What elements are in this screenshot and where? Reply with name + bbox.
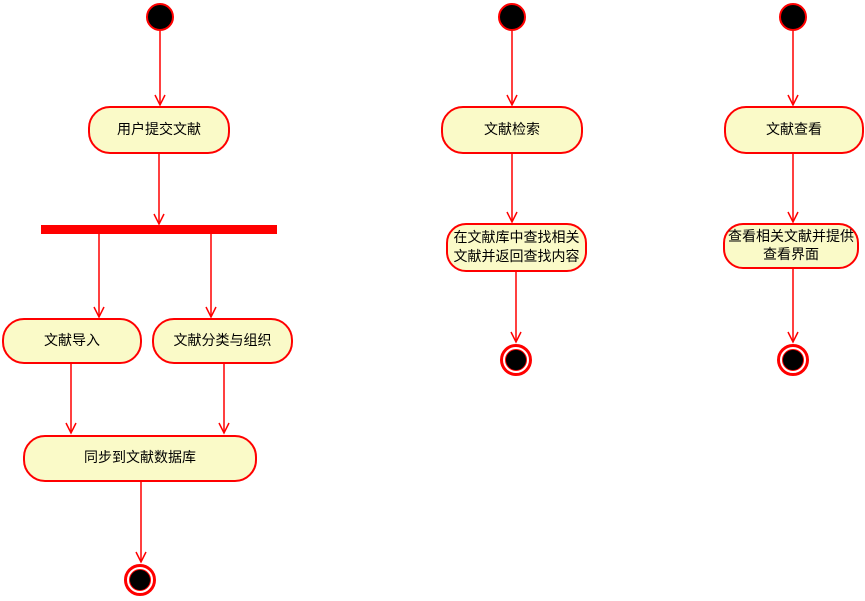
edge-fork-to-classify	[205, 234, 217, 319]
edge-submit-to-fork	[153, 154, 165, 226]
start-node-view	[779, 3, 807, 31]
edge-classify-to-sync	[218, 364, 230, 435]
edge-import-to-sync	[65, 364, 77, 435]
edge-sync-to-final	[135, 482, 147, 564]
activity-view: 文献查看	[724, 106, 864, 154]
edge-fork-to-import	[93, 234, 105, 319]
activity-import-label: 文献导入	[44, 332, 100, 349]
end-node-inner-dot	[782, 349, 804, 371]
activity-view-result-line1: 查看相关文献并提供	[728, 228, 854, 245]
activity-view-result: 查看相关文献并提供 查看界面	[723, 223, 859, 269]
activity-sync-label: 同步到文献数据库	[84, 450, 196, 467]
activity-submit-label: 用户提交文献	[117, 121, 201, 138]
activity-view-result-line2: 查看界面	[763, 247, 819, 263]
activity-sync: 同步到文献数据库	[23, 435, 257, 482]
edge-start-to-search	[506, 31, 518, 107]
end-node-inner-dot	[505, 349, 527, 371]
activity-import: 文献导入	[2, 318, 142, 364]
activity-search-result-line1: 在文献库中查找相关	[453, 230, 580, 247]
end-node-view	[777, 344, 809, 376]
activity-search-result-line2: 文献并返回查找内容	[453, 248, 580, 265]
start-node-submission	[146, 3, 174, 31]
edge-search-to-result	[506, 154, 518, 224]
activity-submit: 用户提交文献	[88, 106, 230, 154]
activity-classify: 文献分类与组织	[152, 318, 293, 364]
activity-search-result: 在文献库中查找相关 文献并返回查找内容	[446, 223, 587, 272]
edge-search-result-to-final	[510, 272, 522, 344]
end-node-inner-dot	[129, 569, 151, 591]
edge-view-to-result	[787, 154, 799, 224]
activity-classify-label: 文献分类与组织	[173, 332, 272, 349]
end-node-submission	[124, 564, 156, 596]
edge-start-to-submit	[154, 31, 166, 107]
activity-view-label: 文献查看	[766, 121, 822, 138]
edge-start-to-view	[787, 31, 799, 107]
fork-bar	[41, 225, 277, 234]
end-node-search	[500, 344, 532, 376]
edge-view-result-to-final	[787, 269, 799, 344]
activity-search-label: 文献检索	[484, 121, 540, 138]
start-node-search	[498, 3, 526, 31]
activity-search: 文献检索	[441, 106, 583, 154]
